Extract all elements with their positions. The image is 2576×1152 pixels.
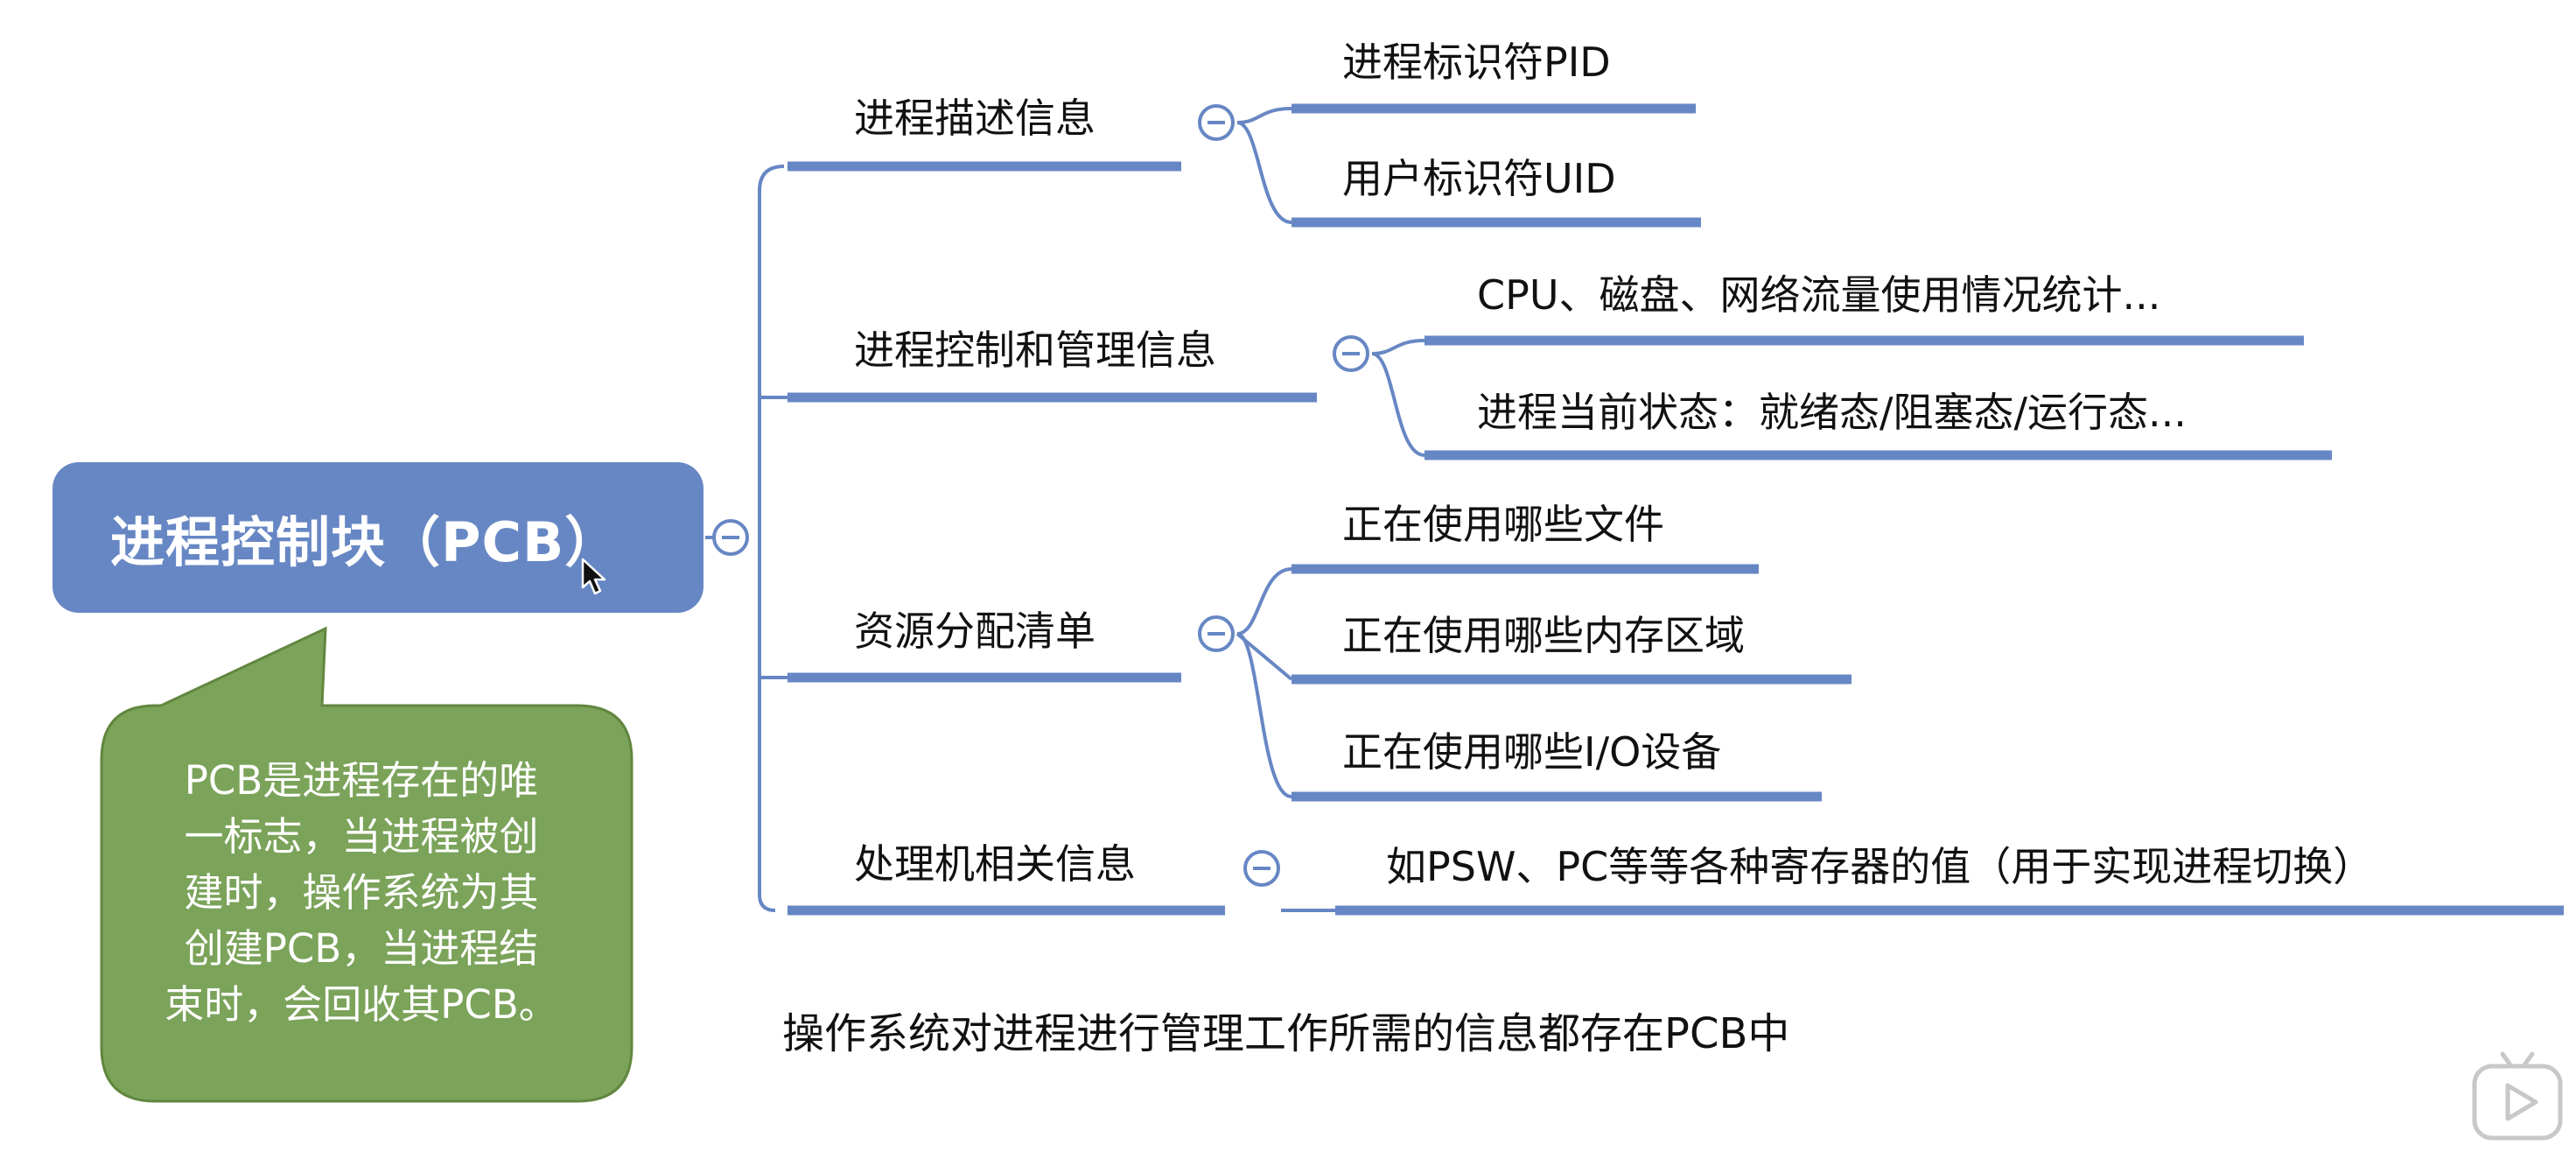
leaf-label-uid[interactable]: 用户标识符UID	[1342, 155, 1616, 202]
minus-circle-icon[interactable]	[1197, 615, 1236, 653]
leaf-label-files[interactable]: 正在使用哪些文件	[1342, 501, 1664, 548]
minus-circle-icon[interactable]	[1242, 849, 1281, 888]
leaf-label-registers[interactable]: 如PSW、PC等等各种寄存器的值（用于实现进程切换）	[1386, 843, 2374, 890]
connector-b3-top	[1236, 567, 1292, 636]
leaf-connectors	[1236, 107, 1425, 912]
connector-b1-top	[1236, 107, 1292, 124]
leaf-underlines	[1292, 103, 2564, 916]
connector-b3-bottom	[1236, 632, 1292, 798]
leaf-label-io-devices[interactable]: 正在使用哪些I/O设备	[1342, 728, 1722, 776]
leaf-label-process-state[interactable]: 进程当前状态：就绪态/阻塞态/运行态...	[1477, 389, 2187, 436]
callout-line: PCB是进程存在的唯	[184, 757, 539, 804]
leaf-label-memory[interactable]: 正在使用哪些内存区域	[1342, 612, 1745, 659]
callout-line: 一标志，当进程被创	[184, 813, 539, 860]
minus-circle-icon[interactable]	[1197, 103, 1236, 142]
root-label: 进程控制块（PCB）	[110, 510, 620, 574]
leaf-label-usage-stats[interactable]: CPU、磁盘、网络流量使用情况统计...	[1477, 271, 2161, 319]
connector-b2-top	[1371, 339, 1425, 355]
trunk-line	[758, 191, 776, 912]
branch-label-processor-info[interactable]: 处理机相关信息	[854, 840, 1136, 888]
branch-label-resource-allocation[interactable]: 资源分配清单	[854, 608, 1096, 655]
trunk-top-curve	[758, 165, 785, 192]
mouse-pointer-icon	[581, 558, 606, 595]
minus-circle-icon[interactable]	[711, 518, 750, 557]
branch-label-process-control[interactable]: 进程控制和管理信息	[854, 327, 1216, 374]
callout-line: 建时，操作系统为其	[184, 869, 539, 916]
minus-circle-icon[interactable]	[1332, 334, 1370, 373]
video-play-icon[interactable]	[2469, 1047, 2566, 1143]
callout-bubble	[100, 626, 634, 1103]
branch-label-process-description[interactable]: 进程描述信息	[854, 95, 1096, 142]
callout-line: 创建PCB，当进程结	[184, 925, 539, 972]
connector-b2-bottom	[1371, 352, 1425, 457]
footnote-text: 操作系统对进程进行管理工作所需的信息都存在PCB中	[782, 1009, 1790, 1058]
connector-b1-bottom	[1236, 121, 1292, 224]
callout-line: 束时，会回收其PCB。	[164, 981, 558, 1028]
branch-underlines	[788, 161, 1317, 916]
leaf-label-pid[interactable]: 进程标识符PID	[1342, 39, 1611, 86]
callout-note: PCB是进程存在的唯 一标志，当进程被创 建时，操作系统为其 创建PCB，当进程…	[112, 753, 611, 1033]
